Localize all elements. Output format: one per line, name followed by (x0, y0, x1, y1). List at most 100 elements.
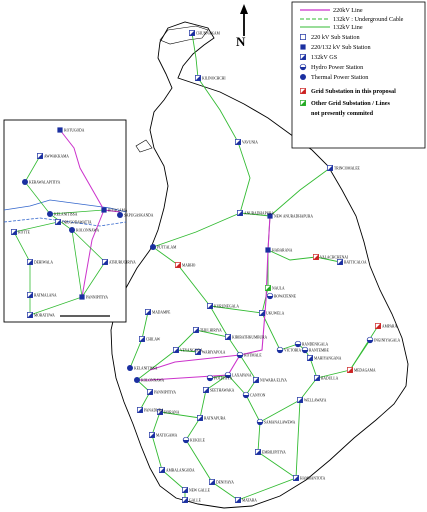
inset-station-marker (57, 127, 63, 133)
station-label: CHUNNAKAM (196, 31, 221, 35)
station-marker (297, 397, 303, 403)
legend-label-hydro: Hydro Power Station (311, 64, 363, 71)
station-label: KURUNEGALA (214, 304, 239, 308)
station-marker (145, 309, 151, 315)
station-marker (366, 336, 374, 344)
inset-station-marker (37, 153, 43, 159)
station-label: KELANITISSA (134, 366, 158, 370)
station-marker (189, 30, 195, 36)
inset-station-marker (27, 292, 33, 298)
colombo-inset: KOTUGODAAWWAKKAMAKERAWALAPITIYAKELANITIS… (3, 119, 154, 323)
legend-icon-hydro (299, 63, 307, 71)
inset-station-label: ORUGODAWATTA (62, 220, 92, 224)
legend-label-other_grid_2: not presently commited (311, 110, 374, 117)
inset-station-marker (47, 211, 53, 217)
station-marker (207, 303, 213, 309)
station-marker (265, 285, 271, 291)
station-label: NAULA (272, 286, 285, 290)
station-label: BATTICALOA (344, 260, 367, 264)
station-label: EMBILIPITIYA (262, 450, 286, 454)
legend-label-gs132: 132kV GS (311, 54, 338, 61)
station-labels: CHUNNAKAMKILINOCHCHIVAVUNIATRINCOMALEEAN… (134, 31, 401, 502)
station-label: KUKULE (190, 438, 206, 442)
jaffna-peninsula (159, 25, 209, 45)
legend-marker (300, 34, 306, 40)
station-label: KOLONNAWA (141, 378, 164, 382)
north-label: N (236, 34, 246, 49)
station-marker (294, 340, 302, 348)
station-marker (203, 387, 209, 393)
station-label: WARIYAPOLA (202, 350, 226, 354)
inset-station-label: MORATUWA (34, 313, 55, 317)
station-label: INGINIYAGALA (374, 338, 401, 342)
station-label: BADULLA (321, 376, 339, 380)
inset-station-marker (101, 207, 107, 213)
legend-label-line132: 132kV Line (333, 24, 363, 31)
legend-icons (299, 9, 330, 106)
inset-station-marker (27, 312, 33, 318)
station-marker (266, 292, 274, 300)
legend-label-thermal: Thermal Power Station (311, 74, 368, 81)
station-marker (182, 497, 188, 503)
station-label: MARHO (182, 263, 196, 267)
station-marker (182, 436, 190, 444)
station-label: PUTTALAM (157, 245, 177, 249)
station-marker (253, 377, 259, 383)
station-markers (127, 30, 381, 503)
station-marker (197, 415, 203, 421)
inset-station-label: KOLONNAWA (76, 228, 99, 232)
legend-label-grid_proposal: Grid Substation in this proposal (311, 88, 396, 95)
station-label: VEYANGODA (180, 348, 203, 352)
legend-label-line220: 220kV Line (333, 7, 363, 14)
station-marker (147, 389, 153, 395)
station-marker (337, 259, 343, 265)
inset-station-label: DEHIWALA (34, 260, 53, 264)
legend-marker (300, 44, 306, 50)
station-label: HABARANA (272, 248, 293, 252)
inset-station-marker (22, 179, 28, 185)
station-label: PANADURA (144, 408, 164, 412)
mannar-island (135, 139, 153, 153)
inset-station-label: SAPUGASKANDA (124, 213, 154, 217)
station-marker (259, 310, 265, 316)
station-label: LAXAPANA (232, 373, 252, 377)
station-label: WELLAWAYA (304, 398, 327, 402)
station-label: KOTMALE (244, 353, 262, 357)
station-label: MATARA (242, 498, 257, 502)
station-label: RANDENIGALA (302, 342, 329, 346)
inset-station-label: KOTTE (18, 230, 31, 234)
legend-marker (300, 74, 306, 80)
station-label: VALACHCHENAI (320, 255, 349, 259)
legend-icon-ss220 (300, 34, 306, 40)
legend-label-other_grid_1: Other Grid Substation / Lines (311, 100, 391, 107)
inset-station-label: KOTUGODA (64, 128, 85, 132)
legend-icon-gs132 (300, 54, 306, 60)
station-label: RATNAPURA (204, 416, 226, 420)
station-marker (195, 75, 201, 81)
inset-station-marker (117, 212, 123, 218)
station-marker (236, 351, 244, 359)
station-label: KIRIBATHKUMBURA (232, 335, 268, 339)
station-marker (149, 432, 155, 438)
station-marker (206, 374, 214, 382)
inset-station-labels: KOTUGODAAWWAKKAMAKERAWALAPITIYAKELANITIS… (18, 128, 154, 317)
island-coastline (110, 21, 409, 509)
station-label: TRINCOMALEE (334, 166, 361, 170)
station-label: SEETHAWAKA (210, 388, 235, 392)
station-marker (293, 475, 299, 481)
legend-marker (300, 54, 306, 60)
station-label: HAMBANTOTA (300, 476, 326, 480)
inset-station-marker (102, 259, 108, 265)
station-marker (175, 262, 181, 268)
station-label: VICTORIA (284, 348, 302, 352)
legend-label-ss220: 220 kV Sub Station (311, 34, 360, 41)
station-label: NEW GALLE (189, 488, 211, 492)
station-marker (157, 409, 163, 415)
legend-icon-other_grid_1 (300, 100, 306, 106)
station-label: AMPARA (382, 324, 397, 328)
inset-station-label: BIYAGAMA (108, 208, 128, 212)
inset-station-marker (55, 219, 61, 225)
station-marker (327, 165, 333, 171)
